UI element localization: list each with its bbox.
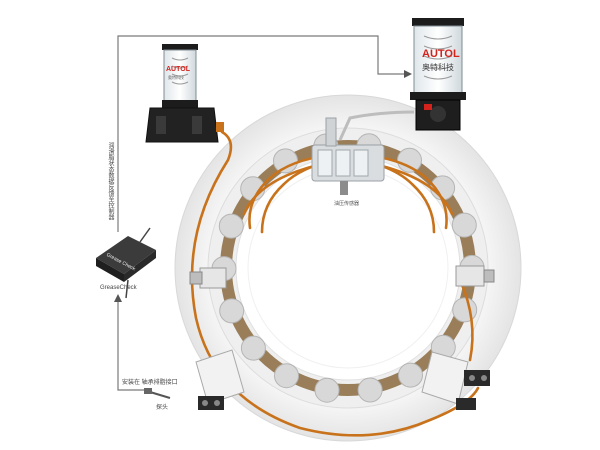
pump-small-brand: AUTOL (166, 66, 190, 73)
vertical-feedback-note: 润滑脂状态数据反馈至控制器 (107, 142, 113, 220)
roller (451, 212, 477, 238)
pump-large-brand: AUTOL (422, 48, 460, 60)
feed-line-large-pump (338, 110, 415, 141)
sensor-assembly-left (195, 349, 245, 410)
greasecheck-caption: GreaseCheck (100, 285, 137, 291)
roller (452, 297, 478, 323)
roller (314, 377, 340, 403)
roller (218, 213, 244, 239)
pressure-sensor-label: 油压传感器 (334, 201, 360, 207)
arrow-icon (404, 70, 412, 78)
pump-small-subtitle: 奥特科技 (168, 75, 184, 80)
signal-lines (117, 35, 404, 391)
roller (274, 363, 299, 389)
lubrication-pump-small (145, 44, 224, 143)
roller (398, 362, 423, 388)
greasecheck-device (96, 227, 156, 299)
roller (240, 335, 266, 361)
side-bracket-right (455, 265, 495, 287)
roller (219, 298, 245, 324)
roller (273, 148, 298, 174)
install-note-label: 安装在 轴承排脂接口 (122, 380, 178, 386)
roller (357, 377, 383, 403)
roller (397, 147, 422, 173)
arrow-up-icon (114, 294, 122, 302)
probe-label: 探头 (156, 405, 169, 411)
side-bracket-left (189, 267, 227, 289)
probe-icon (144, 388, 171, 399)
pump-large-subtitle: 奥特科技 (422, 63, 454, 72)
progressive-distributor (311, 117, 385, 195)
sensor-assembly-right (421, 351, 490, 410)
lubrication-pump-large (410, 18, 466, 131)
